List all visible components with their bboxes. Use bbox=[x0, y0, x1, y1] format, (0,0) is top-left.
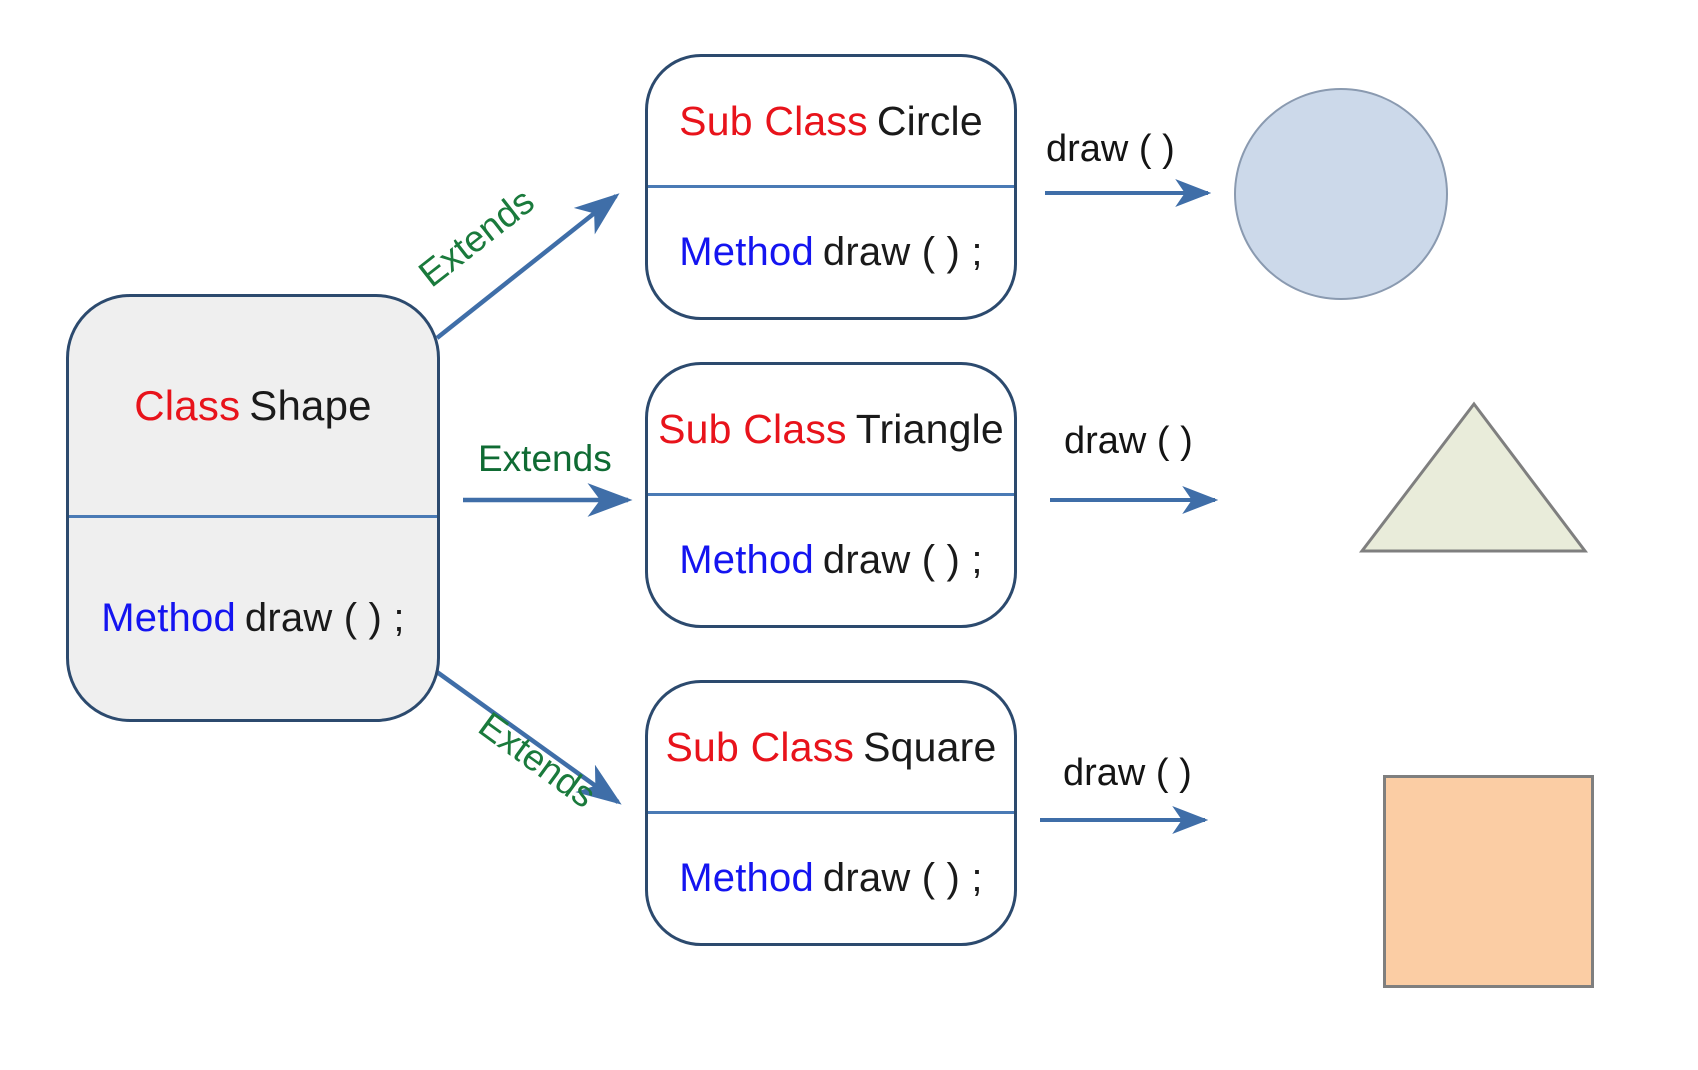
class-name: Shape bbox=[249, 382, 372, 429]
class-keyword: Class bbox=[134, 382, 241, 429]
method-keyword: Method bbox=[679, 856, 814, 900]
subclass-keyword: Sub Class bbox=[658, 405, 847, 452]
class-box-triangle-divider bbox=[648, 493, 1014, 496]
square-shape bbox=[1383, 775, 1594, 988]
extends-label-triangle: Extends bbox=[478, 438, 612, 479]
extends-arrow-square bbox=[435, 670, 622, 805]
method-signature: draw ( ) ; bbox=[822, 230, 983, 274]
subclass-name: Triangle bbox=[855, 405, 1004, 452]
method-keyword: Method bbox=[101, 596, 236, 640]
subclass-name: Circle bbox=[876, 97, 983, 144]
method-signature: draw ( ) ; bbox=[822, 856, 983, 900]
draw-call-label-circle: draw ( ) bbox=[1046, 128, 1175, 170]
circle-shape bbox=[1234, 88, 1448, 300]
draw-call-label-square: draw ( ) bbox=[1063, 752, 1192, 794]
class-box-shape-divider bbox=[69, 515, 437, 518]
subclass-keyword: Sub Class bbox=[679, 97, 868, 144]
class-box-square-divider bbox=[648, 811, 1014, 814]
method-signature: draw ( ) ; bbox=[822, 538, 983, 582]
method-signature: draw ( ) ; bbox=[244, 596, 405, 640]
triangle-shape bbox=[1358, 401, 1589, 553]
subclass-name: Square bbox=[863, 723, 997, 770]
extends-arrow-circle bbox=[435, 193, 620, 340]
method-keyword: Method bbox=[679, 538, 814, 582]
method-keyword: Method bbox=[679, 230, 814, 274]
draw-call-label-triangle: draw ( ) bbox=[1064, 420, 1193, 462]
subclass-keyword: Sub Class bbox=[665, 723, 855, 770]
class-box-circle-divider bbox=[648, 185, 1014, 188]
